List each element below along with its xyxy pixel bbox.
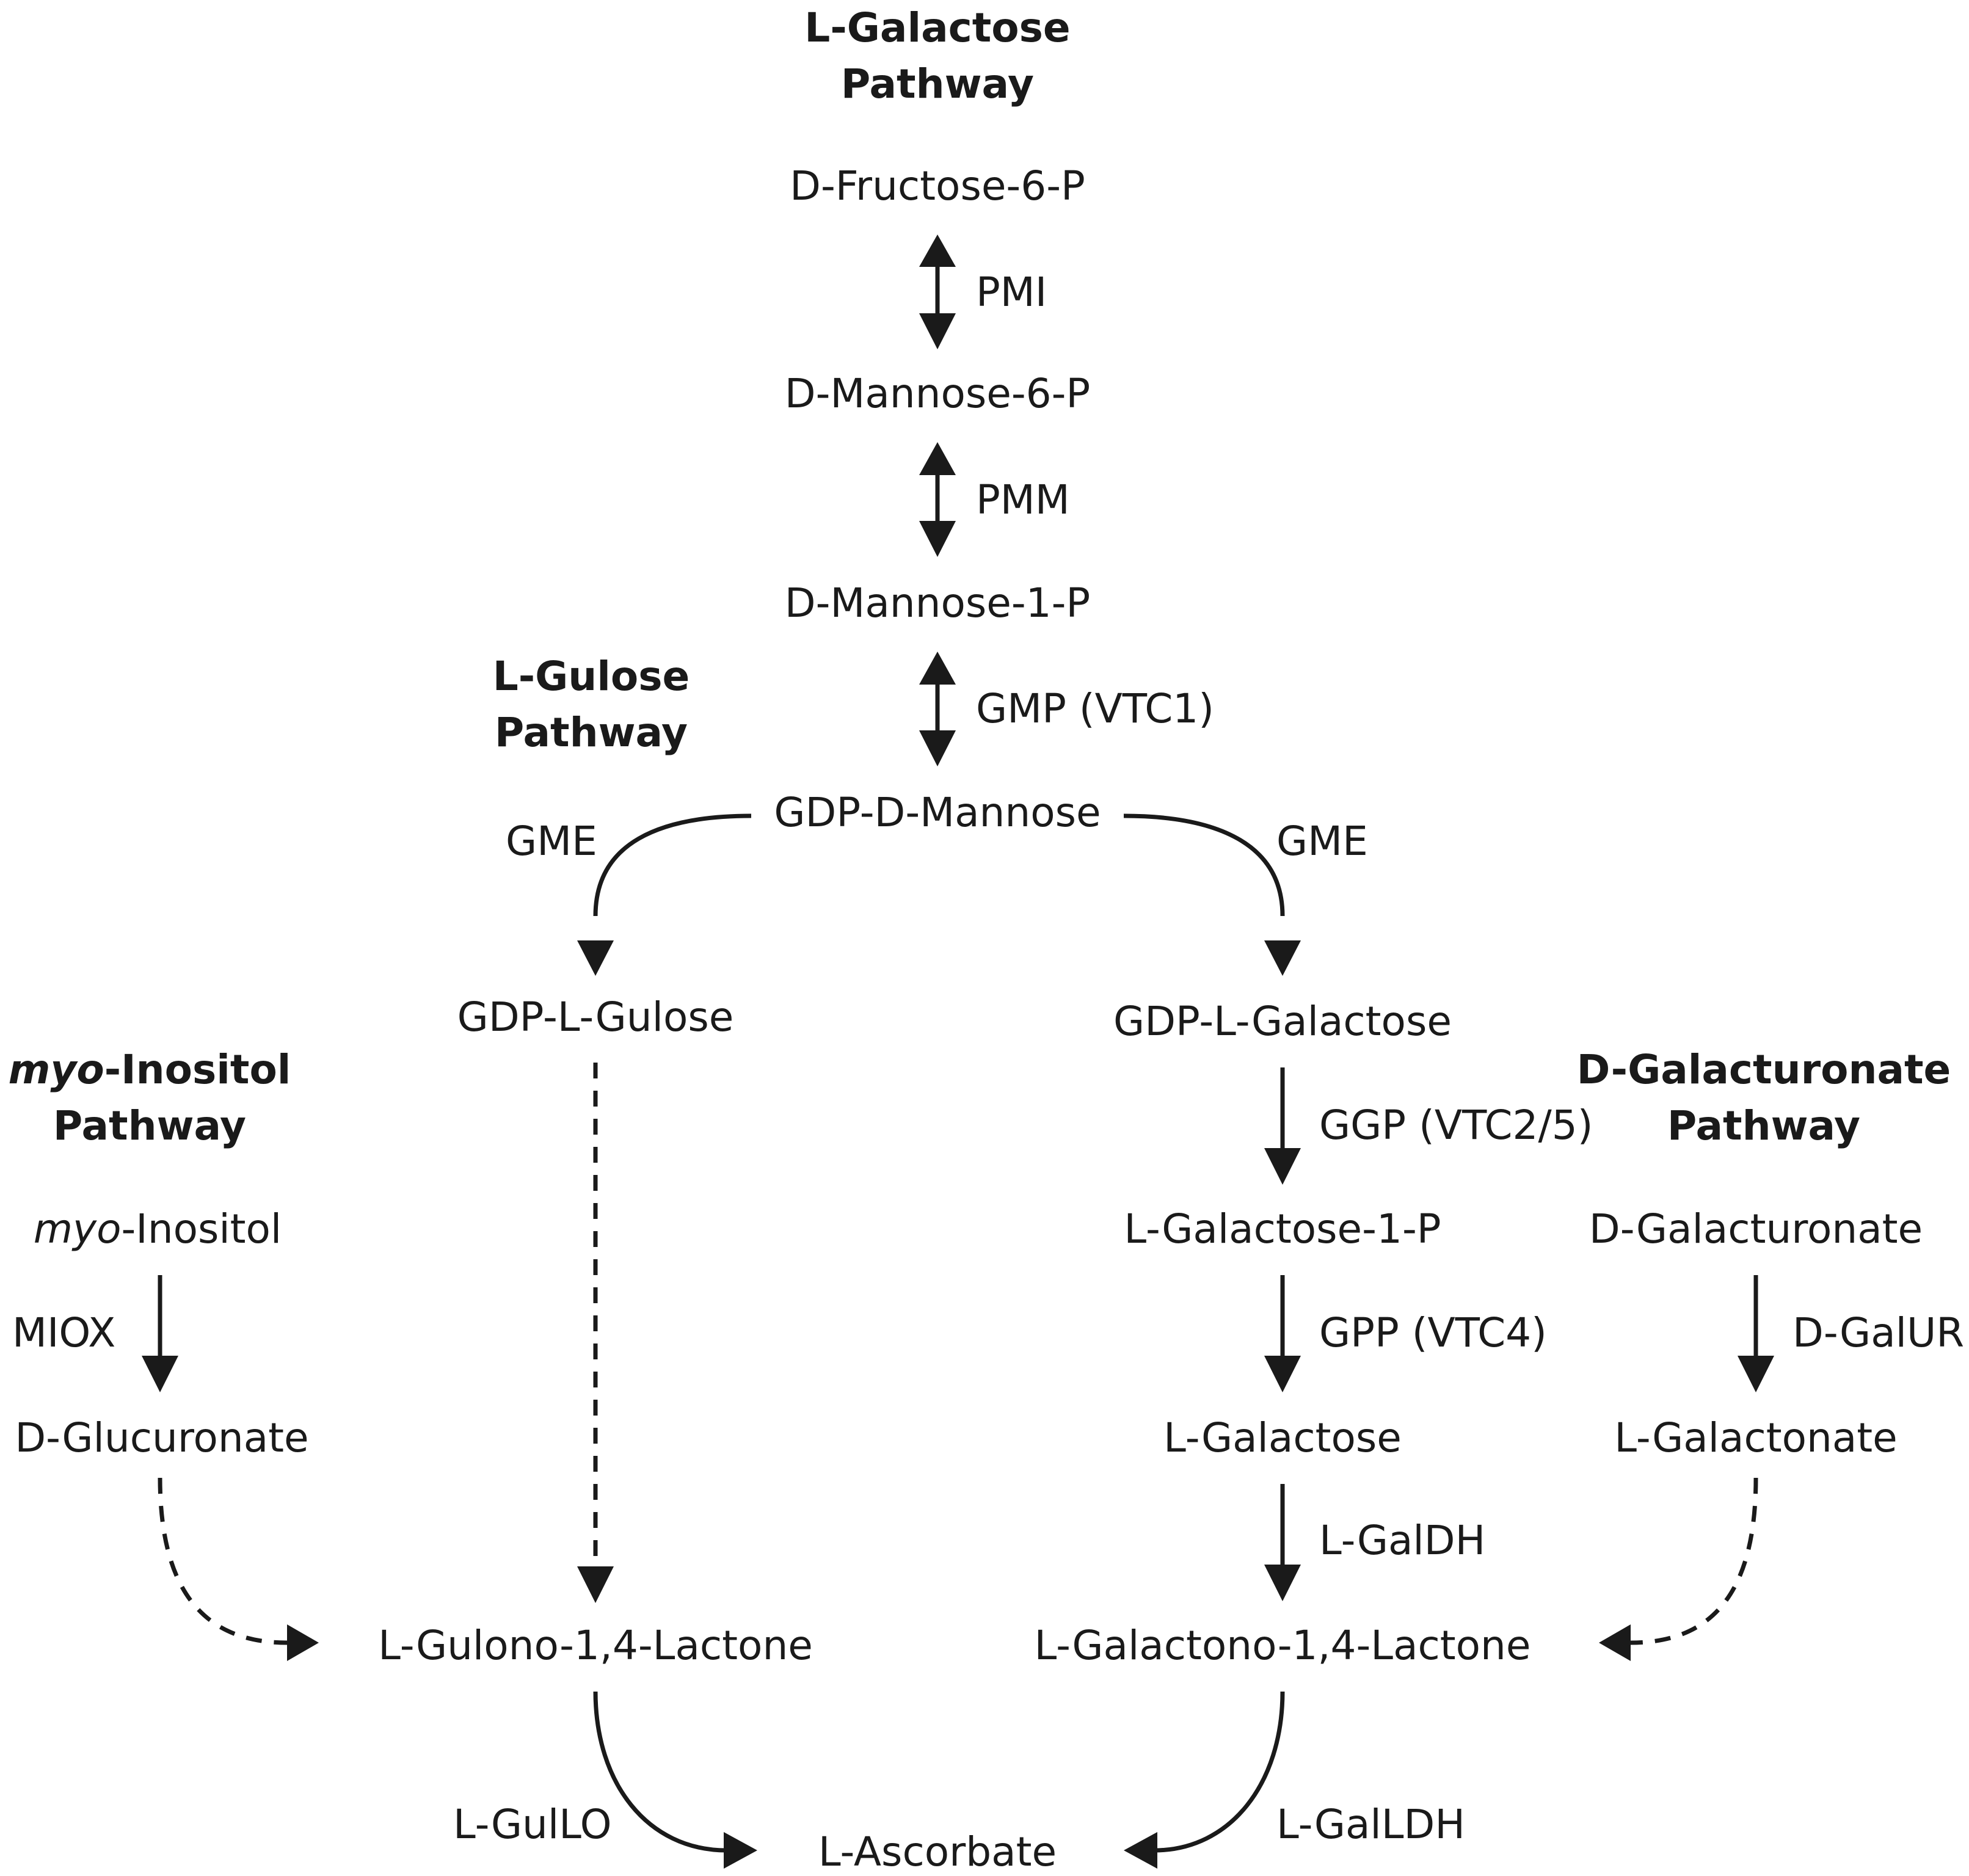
arrow-pmm bbox=[919, 442, 956, 557]
metabolite-d-mannose-6-p: D-Mannose-6-P bbox=[784, 370, 1091, 417]
enzyme-ggp: GGP (VTC2/5) bbox=[1319, 1102, 1593, 1149]
arrow-gpp bbox=[1264, 1275, 1301, 1392]
enzyme-gme-left: GME bbox=[506, 818, 597, 865]
enzyme-d-galur: D-GalUR bbox=[1792, 1309, 1965, 1356]
metabolite-gdp-d-mannose: GDP-D-Mannose bbox=[774, 789, 1101, 836]
heading-l-galactose-pathway: L-Galactose Pathway bbox=[804, 0, 1070, 113]
metabolite-d-fructose-6-p: D-Fructose-6-P bbox=[790, 162, 1085, 209]
heading-l-galactose-line2: Pathway bbox=[840, 60, 1035, 108]
heading-d-galacturonate-line1: D-Galacturonate bbox=[1576, 1046, 1951, 1093]
enzyme-gpp: GPP (VTC4) bbox=[1319, 1309, 1547, 1356]
enzyme-l-gullo: L-GulLO bbox=[453, 1801, 612, 1848]
heading-myo-inositol-line2: Pathway bbox=[53, 1102, 247, 1150]
arrow-ggp bbox=[1264, 1067, 1301, 1185]
enzyme-miox: MIOX bbox=[12, 1309, 116, 1356]
heading-d-galacturonate-line2: Pathway bbox=[1667, 1102, 1861, 1150]
heading-myo-rest: -Inositol bbox=[104, 1046, 291, 1093]
arrow-l-galdh bbox=[1264, 1484, 1301, 1601]
heading-l-gulose-pathway: L-Gulose Pathway bbox=[493, 649, 690, 762]
enzyme-l-galldh: L-GalLDH bbox=[1276, 1801, 1465, 1848]
arrow-galactonate-dashed bbox=[1599, 1477, 1758, 1661]
heading-myo-inositol-line1: myo-Inositol bbox=[9, 1042, 291, 1098]
arrow-l-gullo bbox=[593, 1691, 757, 1869]
metabolite-l-ascorbate: L-Ascorbate bbox=[818, 1828, 1057, 1875]
arrow-gulose-dashed bbox=[577, 1063, 614, 1603]
arrow-gme-right bbox=[1123, 813, 1301, 976]
metabolite-d-glucuronate: D-Glucuronate bbox=[15, 1414, 309, 1461]
enzyme-gme-right: GME bbox=[1276, 818, 1368, 865]
metabolite-l-galactonate: L-Galactonate bbox=[1614, 1414, 1898, 1461]
heading-l-gulose-line2: Pathway bbox=[494, 709, 688, 757]
metabolite-d-mannose-1-p: D-Mannose-1-P bbox=[784, 580, 1091, 627]
metabolite-myo-inositol: myo-Inositol bbox=[34, 1209, 282, 1249]
heading-l-gulose-line1: L-Gulose bbox=[492, 653, 690, 700]
arrow-d-galur bbox=[1738, 1275, 1774, 1392]
enzyme-gmp: GMP (VTC1) bbox=[976, 685, 1215, 732]
metabolite-l-galactose-1-p: L-Galactose-1-P bbox=[1124, 1205, 1441, 1252]
metabolite-myo-italic: myo bbox=[33, 1205, 122, 1252]
arrow-miox bbox=[142, 1275, 178, 1392]
arrow-pmi bbox=[919, 234, 956, 349]
arrow-glucuronate-dashed bbox=[158, 1477, 319, 1661]
enzyme-pmm: PMM bbox=[976, 476, 1070, 523]
arrow-gme-left bbox=[577, 813, 752, 976]
arrow-gmp bbox=[919, 652, 956, 766]
metabolite-myo-rest: -Inositol bbox=[121, 1205, 282, 1252]
metabolite-gdp-l-galactose: GDP-L-Galactose bbox=[1113, 998, 1452, 1045]
heading-d-galacturonate-pathway: D-Galacturonate Pathway bbox=[1577, 1042, 1951, 1155]
metabolite-d-galacturonate: D-Galacturonate bbox=[1589, 1205, 1923, 1252]
enzyme-pmi: PMI bbox=[976, 269, 1047, 316]
arrow-l-galldh bbox=[1124, 1691, 1285, 1869]
metabolite-l-gulono-lactone: L-Gulono-1,4-Lactone bbox=[378, 1622, 813, 1669]
heading-myo-inositol-pathway: myo-Inositol Pathway bbox=[9, 1042, 291, 1155]
metabolite-l-galactono-lactone: L-Galactono-1,4-Lactone bbox=[1034, 1622, 1531, 1669]
enzyme-l-galdh: L-GalDH bbox=[1319, 1517, 1486, 1564]
heading-myo-italic: myo bbox=[8, 1046, 104, 1093]
heading-l-galactose-line1: L-Galactose bbox=[804, 4, 1071, 51]
metabolite-gdp-l-gulose: GDP-L-Gulose bbox=[457, 994, 734, 1041]
metabolite-l-galactose: L-Galactose bbox=[1163, 1414, 1402, 1461]
